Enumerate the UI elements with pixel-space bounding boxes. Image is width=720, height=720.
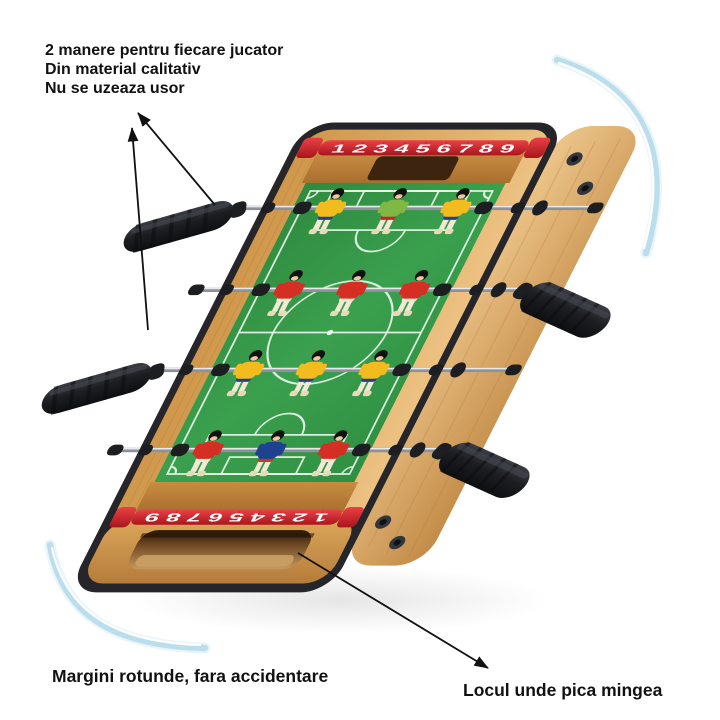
rod-handle-right-2[interactable] [503, 274, 619, 343]
rail-end-block [337, 506, 364, 528]
player-rod-3 [40, 355, 522, 418]
rail-bar [131, 509, 342, 525]
rod-end-cap [106, 444, 124, 456]
rod-handle-right-4[interactable] [422, 434, 538, 503]
rod-ferrule [178, 364, 194, 376]
rod-ferrule [138, 444, 153, 456]
arrow-to-handle-bottom-icon [127, 127, 149, 331]
player-figure-red [311, 430, 350, 477]
player-figure-red [329, 270, 368, 317]
annotation-arrows [127, 112, 489, 669]
rod-end-cap [187, 284, 205, 296]
leg-panel [352, 126, 636, 566]
player-rod-1 [122, 193, 604, 256]
foosball-table: 1 2 3 4 5 6 7 8 9 1 2 3 4 5 6 7 8 9 [40, 122, 636, 593]
goal-wall-far [301, 152, 525, 183]
arrow-to-handle-top-icon [137, 112, 216, 206]
rod-spring [251, 283, 271, 297]
rod-ferrule [469, 284, 484, 296]
player-figure-yellow [434, 188, 472, 235]
player-figure-yellow [352, 350, 390, 397]
players-layer [186, 188, 472, 477]
rod-ferrule [219, 284, 234, 296]
rod-spring [170, 443, 190, 457]
goal-opening-far [367, 156, 459, 181]
score-rail-near: 1 2 3 4 5 6 7 8 9 [109, 506, 364, 528]
arrow-to-ball-exit-icon [297, 552, 489, 669]
ball-tray [135, 554, 294, 567]
rod-spring [392, 363, 412, 377]
rod-end-cap [587, 202, 604, 214]
rod-spring [432, 283, 452, 297]
player-figure-red [392, 270, 431, 317]
rail-end-block [523, 137, 551, 159]
screw-head [577, 181, 594, 195]
annotation-handles-line-2: Din material calitativ [45, 61, 201, 78]
rail-end-block [296, 137, 323, 159]
rod-spring [474, 201, 494, 215]
screw-head [566, 152, 583, 166]
player-figure-red [267, 270, 305, 317]
annotation-ball-drop: Locul unde pica mingea [463, 680, 663, 700]
player-figure-blue [248, 430, 287, 477]
rod-spring [351, 443, 371, 457]
annotation-handles: 2 manere pentru fiecare jucator Din mate… [45, 41, 283, 98]
player-figure-yellow [289, 350, 328, 397]
rod-handle-left-3[interactable] [40, 355, 166, 418]
rod-ferrule [510, 202, 526, 214]
player-figure-yellow [308, 188, 347, 235]
goal-wall-near [135, 482, 359, 513]
rod-ferrule [388, 444, 403, 456]
rod-spring [292, 201, 312, 215]
rod-handle-left-1[interactable] [122, 193, 248, 256]
score-rail-far-numbers: 1 2 3 4 5 6 7 8 9 [329, 141, 518, 155]
swoosh-top-right-icon [551, 54, 662, 259]
screw-head [389, 535, 406, 550]
rail-bar [318, 140, 529, 156]
screw-head [375, 515, 392, 529]
rail-end-block [109, 506, 137, 528]
player-figure-red [186, 430, 224, 477]
score-rail-far: 1 2 3 4 5 6 7 8 9 [296, 137, 551, 159]
rod-ferrule [428, 364, 444, 376]
rod-end-cap [505, 364, 522, 376]
front-panel [88, 517, 352, 584]
rod-spring [211, 363, 230, 377]
swoosh-bottom-left-icon [44, 539, 211, 654]
annotation-handles-line-3: Nu se uzeaza usor [45, 80, 185, 97]
score-rail-near-numbers: 1 2 3 4 5 6 7 8 9 [142, 511, 331, 525]
player-figure-yellow [226, 350, 265, 397]
annotation-handles-line-1: 2 manere pentru fiecare jucator [45, 42, 284, 59]
player-figure-green [371, 188, 409, 235]
rod-ferrule [260, 202, 276, 214]
annotation-rounded-edges: Margini rotunde, fara accidentare [52, 666, 329, 686]
